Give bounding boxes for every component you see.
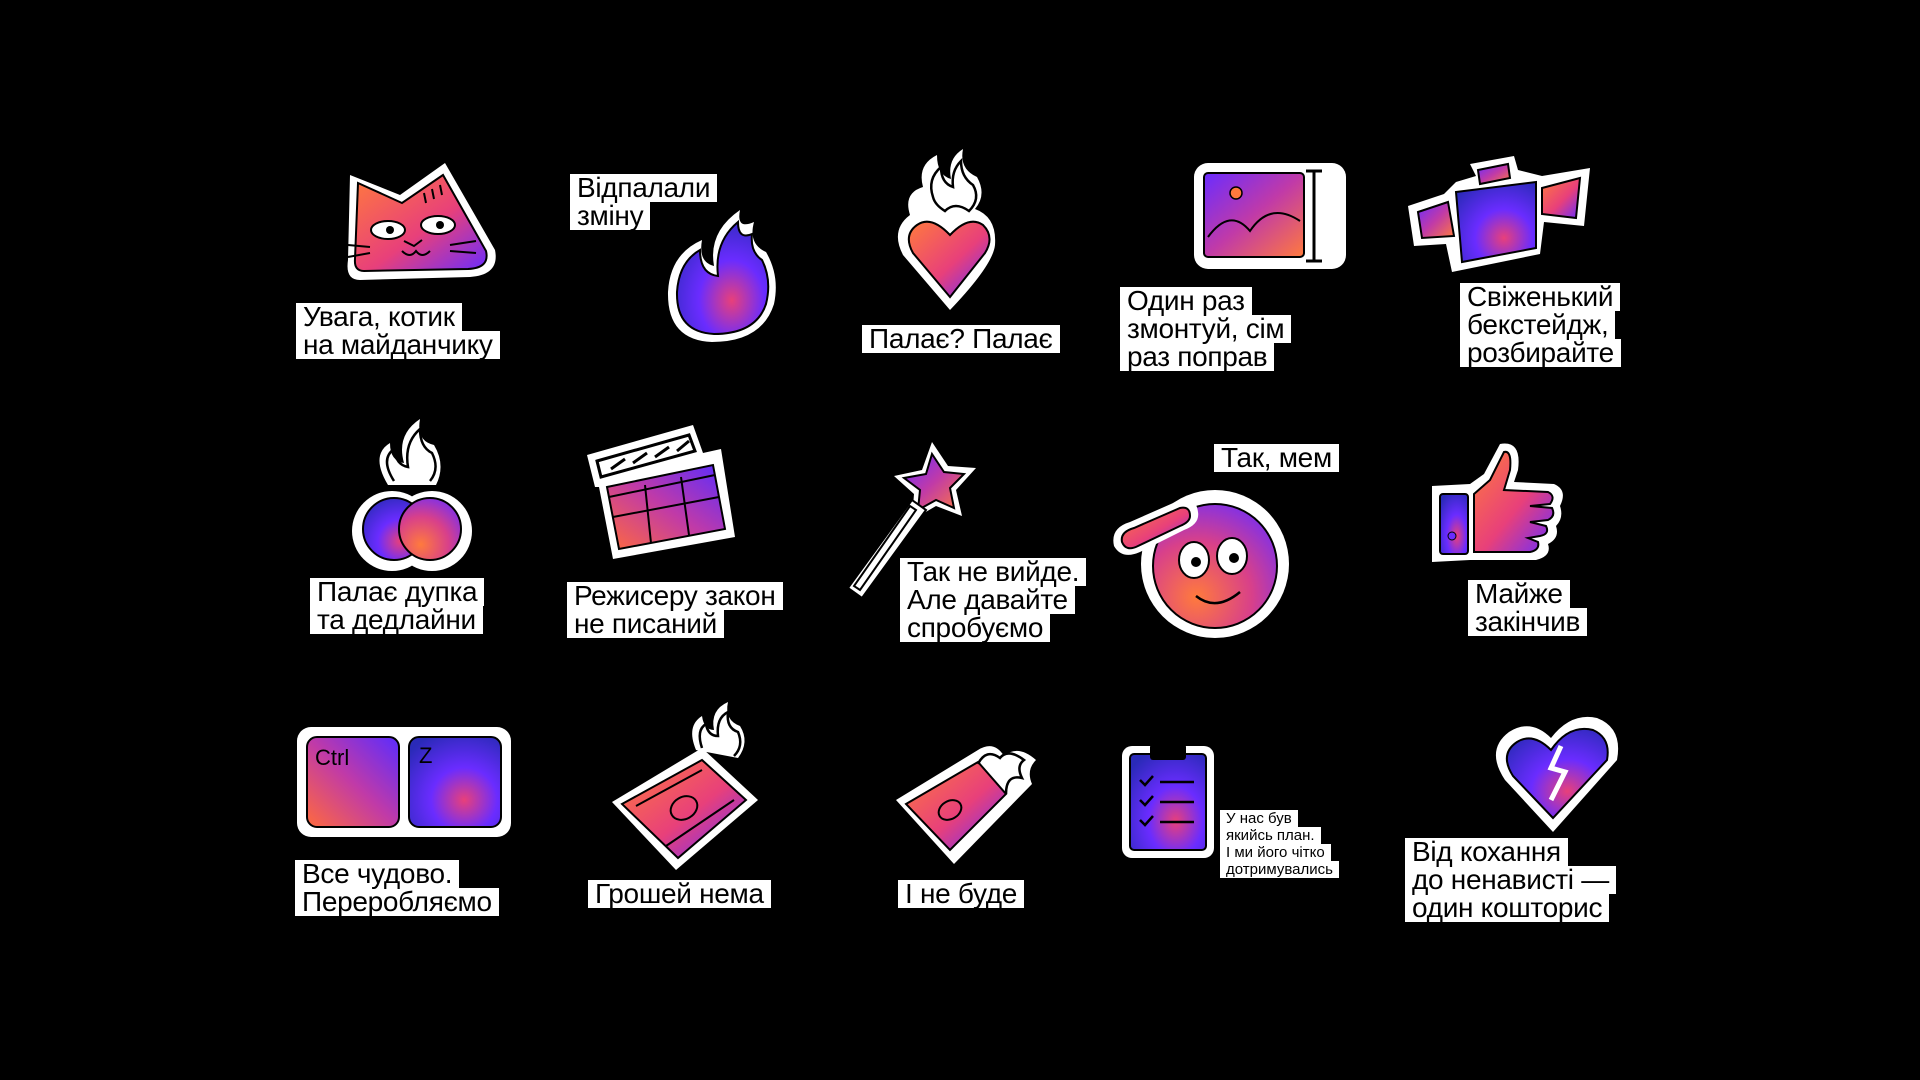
caption-line: Один раз <box>1120 287 1252 315</box>
sticker-salute: Так, мем <box>1110 440 1360 660</box>
sticker-money-fire-2: І не буде <box>890 740 1080 930</box>
caption-line: зміну <box>570 202 651 230</box>
caption-line: Майже <box>1468 580 1570 608</box>
caption-line: закінчив <box>1468 608 1588 636</box>
sticker-caption: Палає? Палає <box>862 325 1060 353</box>
caption-line: не писаний <box>567 610 724 638</box>
caption-line: до ненависті — <box>1405 866 1616 894</box>
caption-line: Так не вийде. <box>900 558 1087 586</box>
caption-line: Палає? Палає <box>862 325 1060 353</box>
magic-wand-icon <box>846 442 976 600</box>
sticker-camera: Свіженький бекстейдж, розбирайте <box>1400 150 1630 380</box>
sticker-butt-fire: Палає дупка та дедлайни <box>310 415 520 655</box>
thumbs-up-icon <box>1432 443 1563 562</box>
sticker-caption: Свіженький бекстейдж, розбирайте <box>1460 283 1621 367</box>
caption-line: Від кохання <box>1405 838 1568 866</box>
sticker-caption: Один раз змонтуй, сім раз поправ <box>1120 287 1292 371</box>
burning-butt-icon <box>352 419 472 571</box>
sticker-ctrlz: Ctrl Z Все чудово. Переробляємо <box>295 725 525 935</box>
sticker-caption: Режисеру закон не писаний <box>567 582 783 638</box>
sticker-film: Один раз змонтуй, сім раз поправ <box>1120 155 1370 385</box>
broken-heart-icon <box>1495 716 1619 832</box>
sticker-caption: Майже закінчив <box>1468 580 1588 636</box>
sticker-caption: Так, мем <box>1214 444 1339 472</box>
caption-line: Але давайте <box>900 586 1075 614</box>
caption-line: один кошторис <box>1405 894 1610 922</box>
caption-line: Все чудово. <box>295 860 460 888</box>
caption-line: І ми його чітко <box>1220 844 1331 861</box>
caption-line: бекстейдж, <box>1460 311 1616 339</box>
caption-line: Палає дупка <box>310 578 485 606</box>
caption-line: Так, мем <box>1214 444 1339 472</box>
clapperboard-icon <box>587 425 735 559</box>
sticker-money-fire: Грошей нема <box>588 700 788 930</box>
saluting-face-icon <box>1113 490 1289 638</box>
caption-line: якийсь план. <box>1220 827 1321 844</box>
cat-face-icon <box>347 163 496 280</box>
sticker-caption: Відпалали зміну <box>570 174 718 230</box>
sticker-caption: Так не вийде. Але давайте спробуємо <box>900 558 1087 642</box>
sticker-plan: У нас був якийсь план. І ми його чітко д… <box>1120 740 1360 900</box>
caption-line: спробуємо <box>900 614 1051 642</box>
flame-icon <box>667 210 776 342</box>
burning-banknote-icon <box>896 746 1036 864</box>
caption-line: Відпалали <box>570 174 718 202</box>
sticker-clapper: Режисеру закон не писаний <box>565 425 805 655</box>
caption-line: Увага, котик <box>296 303 462 331</box>
caption-line: Свіженький <box>1460 283 1621 311</box>
sticker-caption: Від кохання до ненависті — один кошторис <box>1405 838 1616 922</box>
caption-line: Грошей нема <box>588 880 771 908</box>
sticker-caption: Все чудово. Переробляємо <box>295 860 499 916</box>
caption-line: на майданчику <box>296 331 500 359</box>
film-frame-icon <box>1194 163 1346 269</box>
caption-line: дотримувались <box>1220 861 1339 878</box>
ctrl-z-keys-icon: Ctrl Z <box>297 727 511 837</box>
sticker-cat: Увага, котик на майданчику <box>290 155 530 375</box>
burning-banknote-icon <box>612 702 758 870</box>
key-z-label: Z <box>419 743 432 768</box>
key-ctrl-label: Ctrl <box>315 745 349 770</box>
sticker-caption: І не буде <box>898 880 1025 908</box>
caption-line: раз поправ <box>1120 343 1275 371</box>
sticker-caption: Палає дупка та дедлайни <box>310 578 485 634</box>
caption-line: Режисеру закон <box>567 582 783 610</box>
caption-line: У нас був <box>1220 810 1298 827</box>
sticker-thumb: Майже закінчив <box>1430 440 1630 660</box>
sticker-wand: Так не вийде. Але давайте спробуємо <box>840 440 1087 655</box>
caption-line: Переробляємо <box>295 888 499 916</box>
sticker-caption: Увага, котик на майданчику <box>296 303 500 359</box>
burning-heart-icon <box>897 149 996 310</box>
caption-line: змонтуй, сім <box>1120 315 1292 343</box>
sticker-burnout: Відпалали зміну <box>570 170 800 370</box>
caption-line: І не буде <box>898 880 1025 908</box>
clipboard-checklist-icon <box>1122 744 1214 858</box>
sticker-caption: У нас був якийсь план. І ми його чітко д… <box>1220 810 1339 878</box>
caption-line: та дедлайни <box>310 606 483 634</box>
sticker-caption: Грошей нема <box>588 880 771 908</box>
sticker-heart-fire: Палає? Палає <box>860 145 1080 375</box>
sticker-broken-heart: Від кохання до ненависті — один кошторис <box>1405 710 1645 930</box>
video-camera-icon <box>1408 156 1590 272</box>
caption-line: розбирайте <box>1460 339 1621 367</box>
